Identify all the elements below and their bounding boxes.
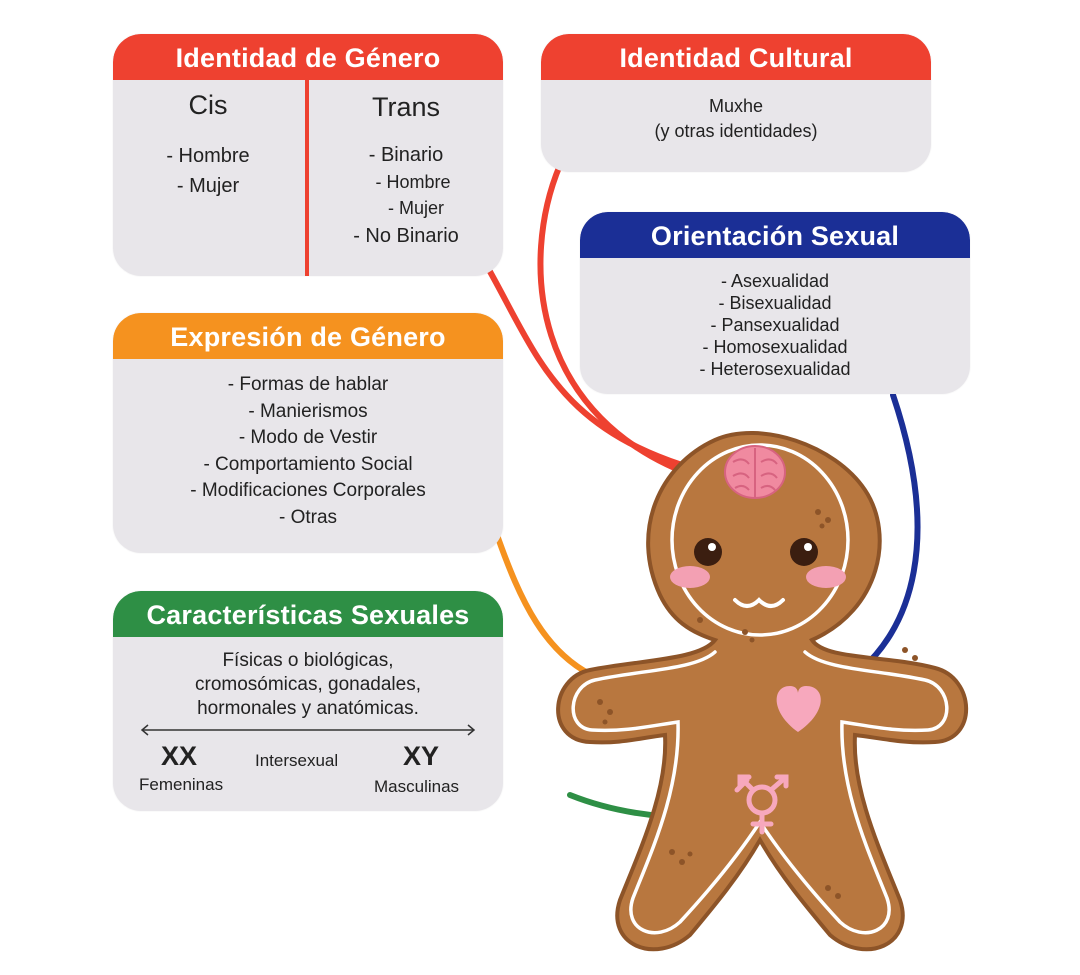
connector-gender-expression xyxy=(494,532,601,681)
xy-code: XY xyxy=(403,741,440,771)
trans-column: Trans - Binario - Hombre - Mujer - No Bi… xyxy=(309,92,503,251)
gender-identity-title: Identidad de Género xyxy=(113,34,503,80)
list-item: - Asexualidad xyxy=(720,271,830,291)
list-item: - No Binario xyxy=(353,225,459,247)
spectrum-arrow xyxy=(140,724,476,736)
gender-expression-card: Expresión de Género - Formas de hablar -… xyxy=(113,313,503,553)
list-item: - Bisexualidad xyxy=(718,293,832,313)
text-line: Físicas o biológicas, xyxy=(222,650,394,671)
list-item: - Formas de hablar xyxy=(227,374,389,395)
text-line: hormonales y anatómicas. xyxy=(197,698,419,719)
gender-expression-title: Expresión de Género xyxy=(113,313,503,359)
xx-label: Femeninas xyxy=(139,775,224,794)
trans-list: - Binario - Hombre - Mujer - No Binario xyxy=(309,141,503,251)
list-item: - Mujer xyxy=(176,175,240,197)
cultural-identity-card: Identidad Cultural Muxhe (y otras identi… xyxy=(541,34,931,172)
sex-characteristics-title: Características Sexuales xyxy=(113,591,503,637)
list-item: - Pansexualidad xyxy=(710,315,840,335)
list-item: - Hombre xyxy=(375,172,451,192)
list-item: - Mujer xyxy=(387,198,444,218)
text-line: (y otras identidades) xyxy=(654,121,818,141)
list-item: - Modificaciones Corporales xyxy=(190,480,426,501)
brain-icon xyxy=(724,445,786,499)
sexual-orientation-list: - Asexualidad - Bisexualidad - Pansexual… xyxy=(580,270,970,380)
connector-cultural-identity xyxy=(537,162,703,481)
gender-expression-list: - Formas de hablar - Manierismos - Modo … xyxy=(113,372,503,531)
list-item: - Homosexualidad xyxy=(702,337,848,357)
cis-list: - Hombre - Mujer xyxy=(113,141,303,201)
sexual-orientation-card: Orientación Sexual - Asexualidad - Bisex… xyxy=(580,212,970,394)
gender-identity-divider xyxy=(305,80,309,276)
text-line: Muxhe xyxy=(708,96,764,116)
list-item: - Heterosexualidad xyxy=(699,359,851,379)
list-item: - Binario xyxy=(368,144,444,166)
cultural-identity-text: Muxhe (y otras identidades) xyxy=(541,94,931,144)
list-item: - Otras xyxy=(278,506,338,528)
cis-column: Cis - Hombre - Mujer xyxy=(113,90,303,201)
gender-identity-card: Identidad de Género Cis - Hombre - Mujer… xyxy=(113,34,503,276)
gingerbread-body xyxy=(556,431,969,952)
transgender-symbol-icon xyxy=(734,774,789,835)
list-item: - Comportamiento Social xyxy=(203,453,413,475)
cis-title: Cis xyxy=(188,90,228,120)
heart-icon xyxy=(776,686,821,732)
intersex-label: Intersexual xyxy=(255,751,339,770)
xx-code: XX xyxy=(161,741,198,771)
list-item: - Modo de Vestir xyxy=(238,427,378,448)
text-line: cromosómicas, gonadales, xyxy=(195,674,421,695)
list-item: - Manierismos xyxy=(248,400,368,422)
list-item: - Hombre xyxy=(166,145,250,167)
sex-characteristics-text: Físicas o biológicas, cromosómicas, gona… xyxy=(113,649,503,721)
connector-gender-identity xyxy=(485,265,733,481)
xy-label: Masculinas xyxy=(374,777,460,796)
trans-title: Trans xyxy=(371,92,440,122)
sex-characteristics-card: Características Sexuales Físicas o bioló… xyxy=(113,591,503,811)
sexual-orientation-title: Orientación Sexual xyxy=(580,212,970,258)
cultural-identity-title: Identidad Cultural xyxy=(541,34,931,80)
